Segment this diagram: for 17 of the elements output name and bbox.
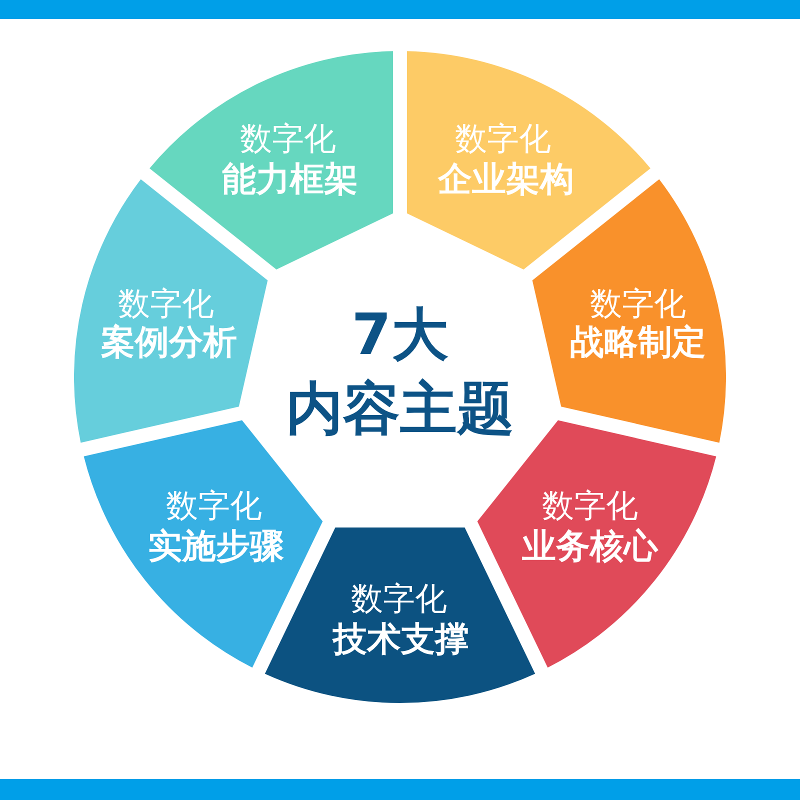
bottom-band (0, 779, 800, 800)
segment-title: 能力框架 (222, 161, 358, 199)
segment-title: 企业架构 (438, 161, 574, 199)
segment-label: 数字化 (542, 488, 638, 524)
segment-title: 案例分析 (101, 324, 237, 362)
segment-label: 数字化 (166, 488, 262, 524)
top-band (0, 0, 800, 19)
segment-title: 实施步骤 (148, 528, 284, 566)
segment-title: 战略制定 (570, 324, 706, 362)
segment-label: 数字化 (590, 286, 686, 322)
segment-label: 数字化 (351, 581, 447, 617)
segment-label: 数字化 (118, 286, 214, 322)
segment-title: 业务核心 (522, 528, 658, 566)
segment-label: 数字化 (240, 121, 336, 157)
segment-title: 技术支撑 (333, 621, 469, 659)
segment-label: 数字化 (455, 121, 551, 157)
center-title: 7大内容主题 (280, 298, 520, 446)
